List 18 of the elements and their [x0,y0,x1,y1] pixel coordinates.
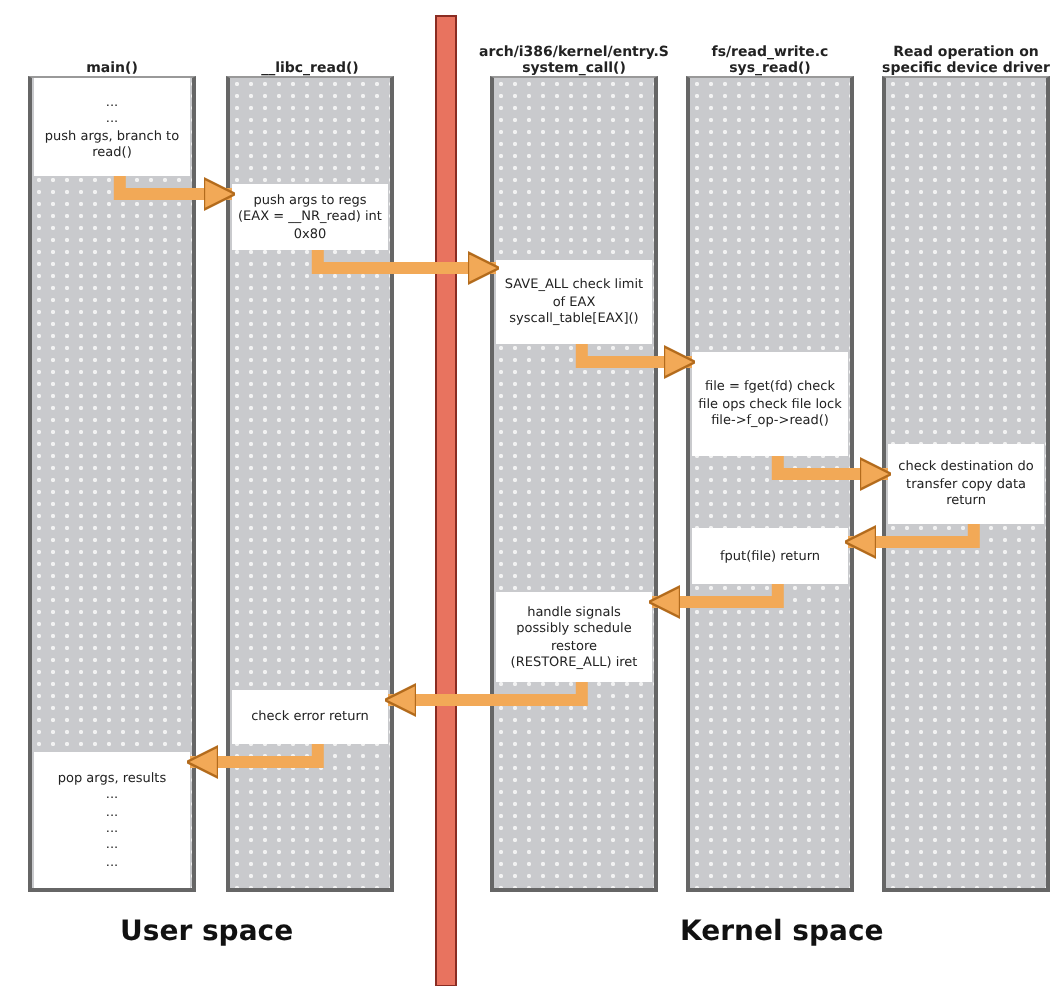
arrow [647,584,784,619]
arrow [771,456,893,491]
arrow [311,250,501,285]
region-label: User space [120,916,294,948]
arrow [843,524,980,559]
region-label: Kernel space [680,916,884,948]
arrow [185,744,324,779]
step-box [692,528,848,584]
step-box [232,690,388,744]
step-box [888,444,1044,524]
step-box [692,352,848,456]
arrow [383,682,588,717]
step-box [496,592,652,682]
arrow [113,176,237,211]
step-box [34,752,190,888]
arrow [575,344,697,379]
step-box [34,78,190,176]
step-box [496,260,652,344]
